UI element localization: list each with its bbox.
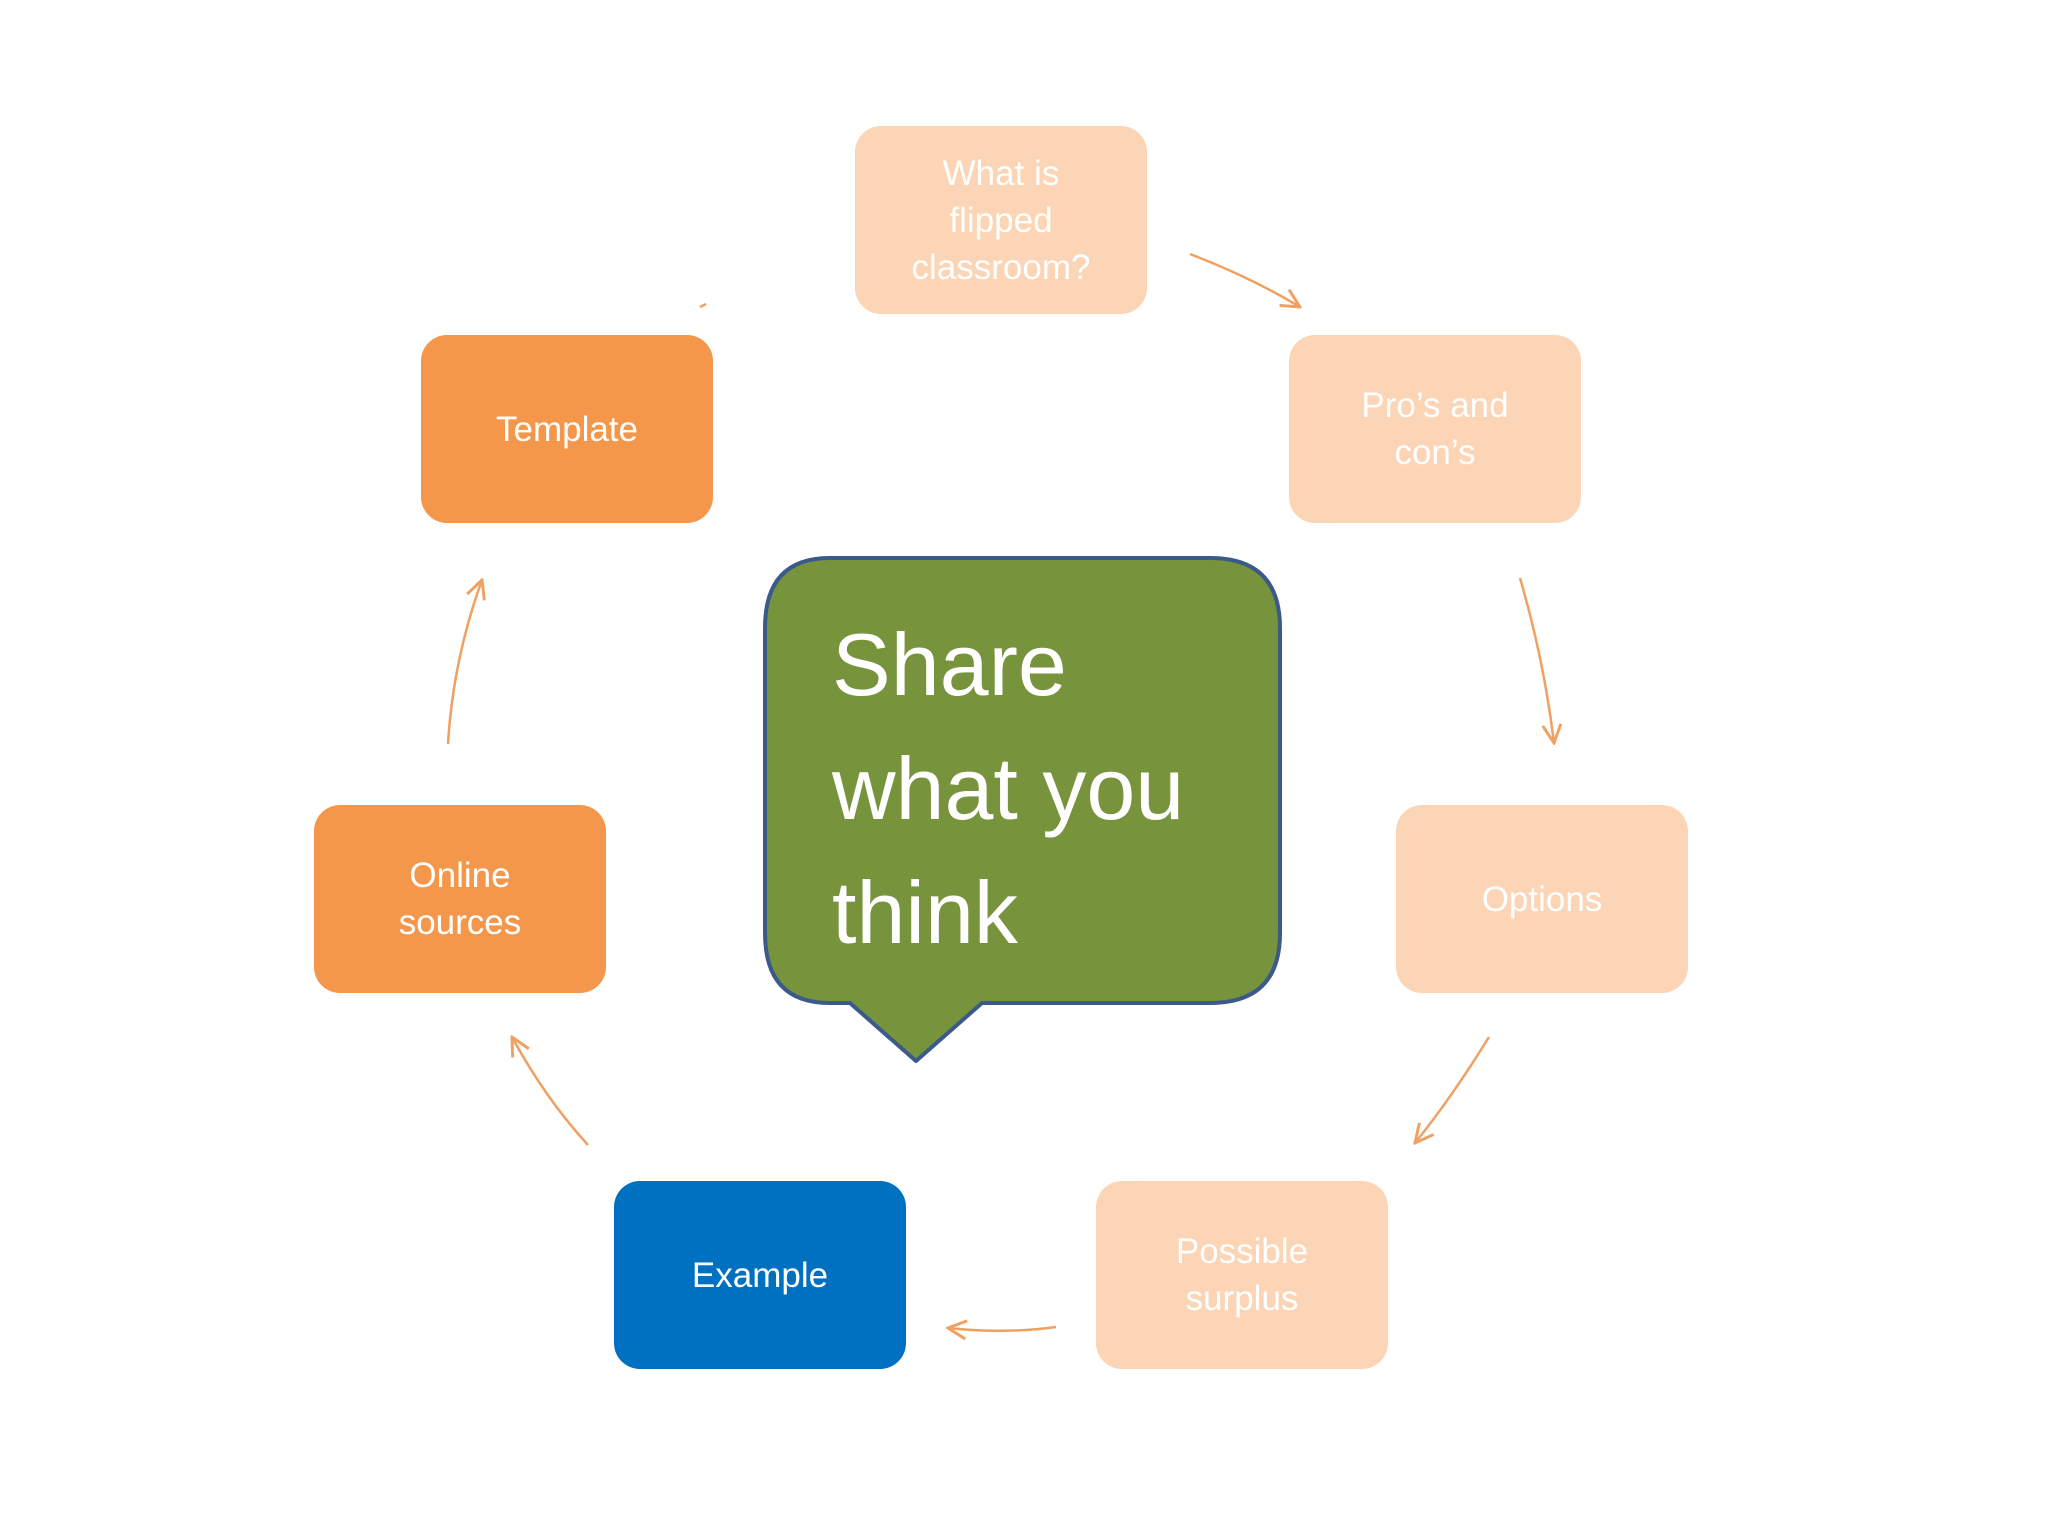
arrow-step2-to-step3 [1518,577,1554,743]
step-possible-surplus: Possible surplus [1096,1181,1388,1369]
step-options: Options [1396,805,1688,993]
arrow-step6-to-step7 [446,580,482,745]
step-label: Online sources [398,856,522,942]
arrow-step4-to-step5 [948,1327,1057,1331]
callout-text: Share what you think [832,615,1185,962]
step-label: Possible surplus [1175,1232,1309,1318]
step-what-is-flipped-classroom: What is flipped classroom? [855,126,1147,314]
step-label: Pro’s and con’s [1361,386,1509,472]
step-example: Example [614,1181,906,1369]
step-online-sources: Online sources [314,805,606,993]
step-label: Template [495,409,639,449]
arrow-step1-to-step2 [1189,252,1300,307]
speech-bubble-callout [763,556,1282,1063]
step-label: Example [691,1255,829,1295]
step-template: Template [421,335,713,523]
arrow-step7-to-step1 [699,302,707,309]
step-label: Options [1481,879,1603,919]
arrow-step5-to-step6 [512,1037,589,1146]
step-label: What is flipped classroom? [911,153,1091,287]
arrow-step3-to-step4 [1415,1036,1491,1143]
step-pros-and-cons: Pro’s and con’s [1289,335,1581,523]
